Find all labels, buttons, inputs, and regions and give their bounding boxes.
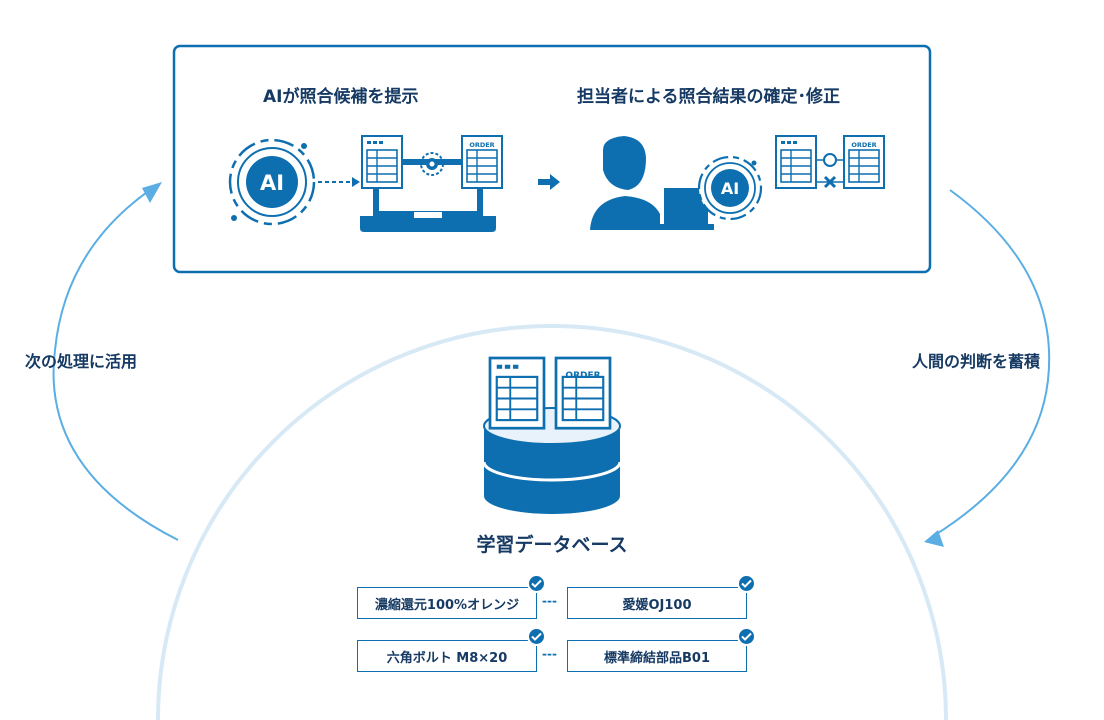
order-doc-right-label: ORDER [851, 141, 876, 149]
left-arrowhead [142, 182, 162, 203]
pair-target-box: 愛媛OJ100 [567, 587, 747, 619]
right-arrowhead [924, 530, 944, 547]
ai-badge-text: AI [260, 171, 284, 195]
invoice-document-icon [361, 135, 403, 189]
pair-target-box: 標準締結部品B01 [567, 640, 747, 672]
ai-badge-icon: AI [228, 138, 316, 226]
pair-source-box: 濃縮還元100%オレンジ [357, 587, 537, 619]
check-icon [527, 627, 546, 646]
mismatch-cross-icon [816, 175, 844, 189]
database-label: 学習データベース [476, 534, 628, 556]
dashed-arrowhead [352, 177, 360, 187]
check-icon [737, 574, 756, 593]
check-icon [737, 627, 756, 646]
pair-source-box: 六角ボルト M8×20 [357, 640, 537, 672]
cycle-label-accumulate: 人間の判断を蓄積 [912, 352, 1041, 371]
match-circle-icon [816, 153, 844, 167]
cycle-label-reuse: 次の処理に活用 [25, 352, 138, 371]
left-cycle-arrow [52, 189, 179, 541]
background-arc [156, 324, 948, 720]
right-cycle-arrow [934, 189, 1051, 536]
pair-target-text: 愛媛OJ100 [622, 597, 692, 613]
gear-icon [404, 152, 462, 176]
ai-badge-small-text: AI [721, 179, 739, 198]
pair-connector: --- [542, 594, 557, 608]
invoice-document-right-icon [775, 135, 817, 189]
database-order-label: ORDER [565, 371, 600, 381]
order-doc-label: ORDER [469, 141, 494, 149]
check-icon [527, 574, 546, 593]
step-arrow-icon [538, 174, 560, 190]
pair-target-text: 標準締結部品B01 [604, 650, 710, 666]
step-title-human-confirm: 担当者による照合結果の確定･修正 [577, 87, 840, 107]
pair-connector: --- [542, 647, 557, 661]
pair-source-text: 六角ボルト M8×20 [386, 650, 508, 666]
ai-badge-small-icon: AI [697, 155, 763, 221]
pair-source-text: 濃縮還元100%オレンジ [374, 597, 520, 613]
step-title-ai-suggest: AIが照合候補を提示 [263, 87, 419, 107]
person-icon [590, 136, 660, 230]
